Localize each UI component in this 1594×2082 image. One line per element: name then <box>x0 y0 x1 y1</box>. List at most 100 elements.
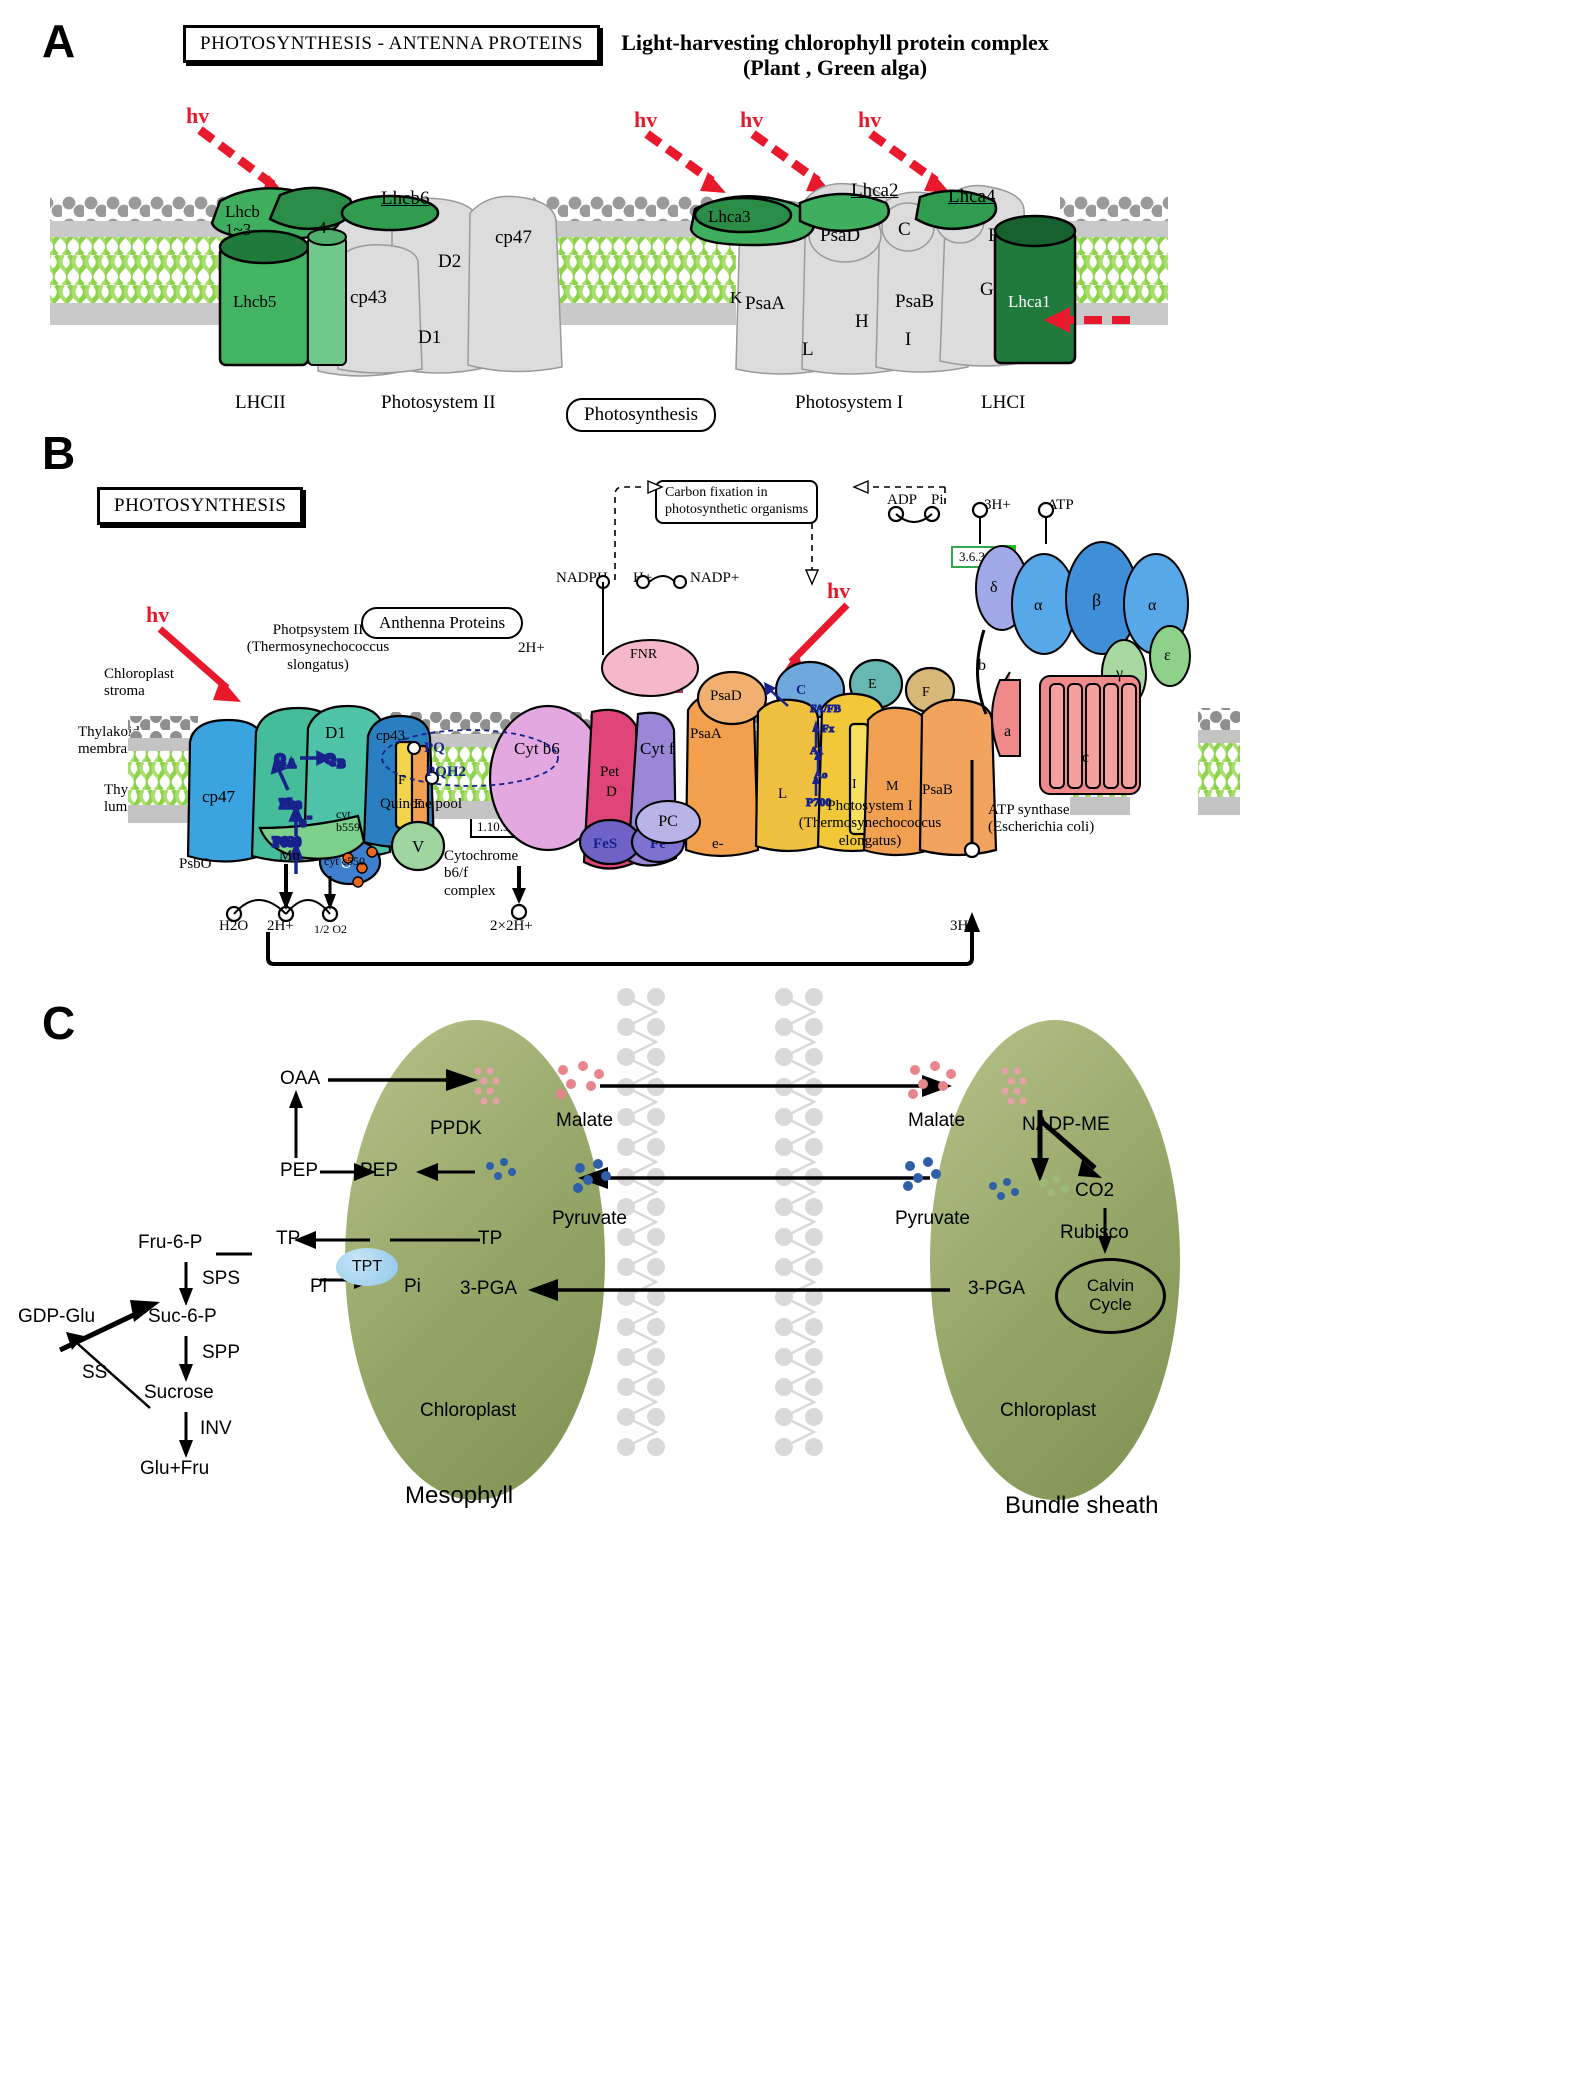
svg-text:H: H <box>855 311 869 332</box>
svg-text:β: β <box>1092 590 1101 610</box>
stroma-line2: stroma <box>104 683 145 700</box>
panel-a-letter: A <box>42 15 76 67</box>
lhcii-complex <box>210 186 440 367</box>
pep-inside-label: PEP <box>360 1160 399 1181</box>
tp-left-label: TP <box>276 1228 301 1249</box>
membrane-b-seg1 <box>128 716 198 823</box>
psii-title-line2: (Thermosynechococcus <box>246 639 390 656</box>
quinone-pool-label: Quinone pool <box>380 796 463 812</box>
sucrose-label: Sucrose <box>144 1382 214 1403</box>
cyt-c550-label: cyt c550 <box>324 854 365 868</box>
panel-b-letter: B <box>42 427 76 479</box>
stroma-line1: Chloroplast <box>104 666 174 682</box>
photosynthesis-pill-a[interactable]: Photosynthesis <box>566 398 717 432</box>
oaa-label: OAA <box>280 1068 321 1089</box>
cyt-b559-line1: cyt <box>336 807 351 821</box>
lhca4-label: Lhca4 <box>948 186 996 207</box>
svg-text:FeS: FeS <box>593 836 617 852</box>
tpt-transporter[interactable]: TPT <box>336 1248 398 1286</box>
hv-label-a3: hv <box>740 107 764 132</box>
atp-synthase-complex <box>975 541 1191 795</box>
spp-label: SPP <box>202 1342 241 1363</box>
svg-text:F: F <box>988 225 999 246</box>
nadp-me-label: NADP-ME <box>1022 1114 1110 1135</box>
pga-left-label: 3-PGA <box>460 1278 518 1299</box>
svg-text:b: b <box>978 657 986 674</box>
malate-dots-right <box>908 1061 956 1099</box>
panel-b-membrane-diagram: cp47 D1 cp43 F E U V QA QB Phe e- P680 C… <box>128 541 1240 888</box>
cell-wall-right <box>775 988 823 1456</box>
svg-text:D1: D1 <box>418 327 441 348</box>
svg-text:Lhca1: Lhca1 <box>1008 292 1050 311</box>
malate-dots-right-in <box>1001 1067 1027 1105</box>
pi-label: Pi <box>931 492 944 508</box>
psii-title-line1: Photpsystem II <box>272 622 364 638</box>
svg-text:D1: D1 <box>325 723 346 742</box>
svg-text:C: C <box>898 219 911 240</box>
svg-text:B: B <box>338 759 345 770</box>
svg-text:L: L <box>802 339 814 360</box>
pq-label: PQ <box>424 740 445 756</box>
membrane-line2: membrane <box>78 741 142 758</box>
svg-text:PsaA: PsaA <box>745 293 785 314</box>
svg-text:α: α <box>1034 597 1043 614</box>
carbon-fixation-line2: photosynthetic organisms <box>665 501 809 517</box>
suc6p-label: Suc-6-P <box>148 1306 217 1327</box>
hv-label-a2: hv <box>634 107 658 132</box>
svg-text:PsaA: PsaA <box>690 726 722 742</box>
calvin-cycle-node[interactable]: Calvin Cycle <box>1055 1258 1166 1334</box>
mn-label: Mn <box>279 848 300 864</box>
svg-text:M: M <box>886 779 899 794</box>
svg-text:-: - <box>308 812 311 822</box>
lhcii-caption: LHCII <box>235 392 286 413</box>
cyt-b559-label: cyt b559 <box>336 807 360 834</box>
svg-text:L: L <box>778 786 787 802</box>
panel-a-membrane-diagram: cp43 D2 cp47 D1 Lhcb 1~3 4 Lhcb5 K PsaA … <box>50 182 1168 377</box>
svg-text:Cyt f: Cyt f <box>640 739 675 758</box>
svg-text:G: G <box>980 279 994 300</box>
lhci-caption: LHCI <box>981 392 1026 413</box>
sps-label: SPS <box>202 1268 241 1289</box>
ppdk-label: PPDK <box>430 1118 482 1139</box>
svg-text:A: A <box>288 759 296 770</box>
atp-synthase-line2: (Escherichia coli) <box>988 819 1095 836</box>
svg-text:Cyt b6: Cyt b6 <box>514 739 560 758</box>
pi-left-label: Pi <box>310 1276 327 1297</box>
svg-text:ε: ε <box>1164 647 1171 664</box>
antenna-proteins-pill[interactable]: Anthenna Proteins <box>361 607 524 639</box>
panel-a-heading: Light-harvesting chlorophyll protein com… <box>600 30 1070 81</box>
psii-title-b: Photpsystem II (Thermosynechococcus slon… <box>198 622 438 674</box>
svg-text:D2: D2 <box>438 251 461 272</box>
photosystem-ii-caption-a: Photosystem II <box>381 392 496 413</box>
hv-arrow-a2 <box>644 130 726 193</box>
psi-line1: Photosystem I <box>827 798 913 814</box>
svg-text:I: I <box>852 777 857 792</box>
svg-text:PsaB: PsaB <box>895 291 934 312</box>
calvin-line1: Calvin <box>1086 1276 1135 1296</box>
malate-dots-left <box>556 1061 604 1099</box>
svg-text:Fx: Fx <box>822 723 835 735</box>
e-minus-pc-label: e- <box>712 836 724 852</box>
svg-text:V: V <box>412 837 425 856</box>
hv-label-a4: hv <box>858 107 882 132</box>
fnr-complex <box>601 639 699 697</box>
svg-text:E: E <box>868 677 877 692</box>
hv-arrow-b-left <box>157 626 241 702</box>
hv-label-b-left: hv <box>146 602 170 627</box>
membrane-segment-right <box>1060 195 1168 325</box>
svg-text:A1: A1 <box>810 745 823 757</box>
pyruvate-dots-bs <box>989 1178 1019 1200</box>
malate-right-label: Malate <box>908 1110 966 1131</box>
carbon-fixation-box[interactable]: Carbon fixation in photosynthetic organi… <box>655 480 819 524</box>
three-h-bottom-label: 3H+ <box>950 918 977 934</box>
nadph-nodes <box>596 575 687 655</box>
chloroplast-stroma-label: Chloroplast stroma <box>104 666 174 701</box>
pi-right-label: Pi <box>404 1276 421 1297</box>
svg-text:4: 4 <box>318 218 327 237</box>
lhci-complex <box>689 189 1077 365</box>
ss-label: SS <box>82 1362 108 1383</box>
svg-text:cp43: cp43 <box>350 287 387 308</box>
carbon-fixation-line1: Carbon fixation in <box>665 485 768 500</box>
membrane-b-seg5 <box>1198 708 1240 815</box>
svg-text:P700: P700 <box>806 795 831 809</box>
